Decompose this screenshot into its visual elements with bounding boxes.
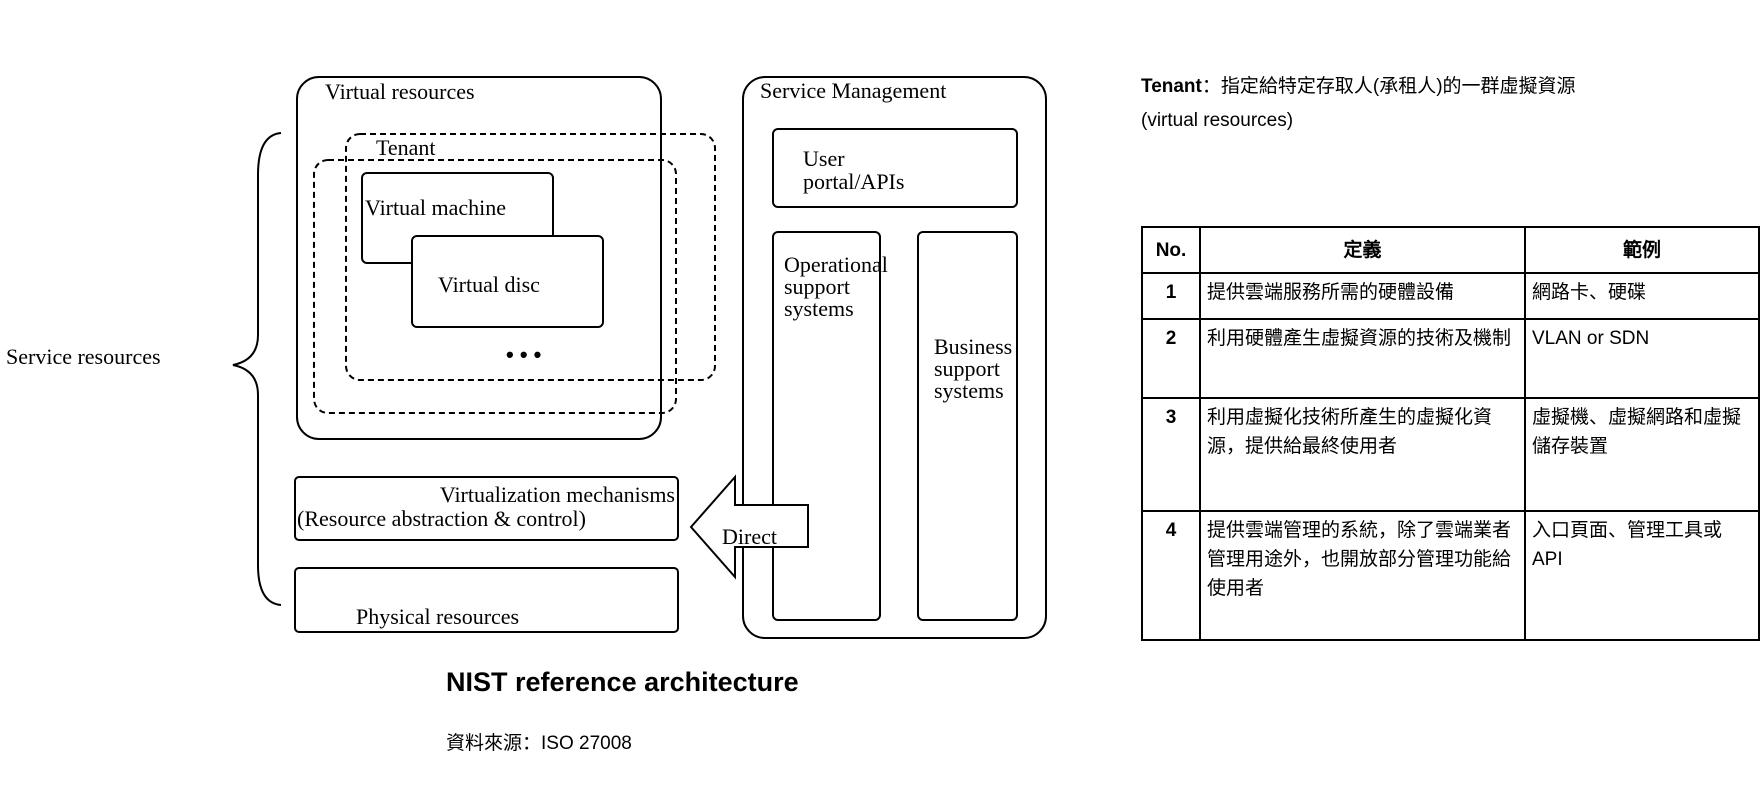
- row-example: VLAN or SDN: [1524, 318, 1760, 399]
- virtualization-line1: Virtualization mechanisms: [440, 482, 675, 507]
- virtual-disc-box: [411, 235, 604, 328]
- user-portal-box: [772, 128, 1018, 208]
- tenant-box-back: [313, 159, 677, 414]
- ellipsis-dots: • • •: [506, 342, 541, 367]
- tenant-definition-en: (virtual resources): [1141, 110, 1294, 131]
- user-portal-line2: portal/APIs: [803, 169, 904, 194]
- tenant-definition-note: Tenant：指定給特定存取人(承租人)的一群虛擬資源 (virtual res…: [1141, 70, 1741, 138]
- row-number: 2: [1141, 318, 1201, 399]
- tenant-term: Tenant: [1141, 76, 1202, 97]
- virtual-resources-box: [296, 76, 662, 440]
- definitions-table: No. 定義 範例 1 提供雲端服務所需的硬體設備 網路卡、硬碟 2 利用硬體產…: [1141, 226, 1760, 641]
- direct-label: Direct: [722, 524, 777, 549]
- oss-line3: systems: [784, 296, 854, 321]
- physical-resources-label: Physical resources: [356, 604, 519, 629]
- virtualization-mechanisms-box: [294, 476, 679, 541]
- service-resources-brace: [232, 132, 282, 606]
- table-header-row: No. 定義 範例: [1141, 226, 1760, 274]
- row-definition: 提供雲端服務所需的硬體設備: [1199, 272, 1526, 320]
- virtualization-line2: (Resource abstraction & control): [297, 506, 586, 531]
- service-management-box: [742, 76, 1047, 639]
- header-example: 範例: [1524, 226, 1760, 274]
- business-support-box: [917, 231, 1018, 621]
- bss-line1: Business: [934, 334, 1012, 359]
- table-row: 2 利用硬體產生虛擬資源的技術及機制 VLAN or SDN: [1141, 318, 1760, 399]
- tenant-box-front: [345, 133, 716, 381]
- table-row: 1 提供雲端服務所需的硬體設備 網路卡、硬碟: [1141, 272, 1760, 320]
- row-example: 虛擬機、虛擬網路和虛擬儲存裝置: [1524, 397, 1760, 512]
- tenant-definition: ：指定給特定存取人(承租人)的一群虛擬資源: [1201, 76, 1576, 97]
- row-definition: 利用虛擬化技術所產生的虛擬化資源，提供給最終使用者: [1199, 397, 1526, 512]
- row-number: 1: [1141, 272, 1201, 320]
- header-no: No.: [1141, 226, 1201, 274]
- table-row: 3 利用虛擬化技術所產生的虛擬化資源，提供給最終使用者 虛擬機、虛擬網路和虛擬儲…: [1141, 397, 1760, 512]
- user-portal-line1: User: [803, 146, 845, 171]
- source-citation: 資料來源：ISO 27008: [446, 733, 632, 754]
- table-row: 4 提供雲端管理的系統，除了雲端業者管理用途外，也開放部分管理功能給使用者 入口…: [1141, 510, 1760, 641]
- oss-line1: Operational: [784, 252, 888, 277]
- header-definition: 定義: [1199, 226, 1526, 274]
- row-number: 3: [1141, 397, 1201, 512]
- service-resources-label: Service resources: [6, 344, 161, 369]
- virtual-resources-label: Virtual resources: [325, 79, 475, 104]
- physical-resources-box: [294, 567, 679, 633]
- bss-line2: support: [934, 356, 1000, 381]
- tenant-definition-line: Tenant：指定給特定存取人(承租人)的一群虛擬資源: [1141, 70, 1741, 104]
- direct-arrow-icon: [689, 474, 809, 580]
- oss-line2: support: [784, 274, 850, 299]
- virtual-disc-label: Virtual disc: [438, 272, 540, 297]
- bss-line3: systems: [934, 378, 1004, 403]
- row-definition: 提供雲端管理的系統，除了雲端業者管理用途外，也開放部分管理功能給使用者: [1199, 510, 1526, 641]
- row-example: 網路卡、硬碟: [1524, 272, 1760, 320]
- row-example: 入口頁面、管理工具或API: [1524, 510, 1760, 641]
- row-number: 4: [1141, 510, 1201, 641]
- tenant-label: Tenant: [376, 135, 436, 160]
- virtual-machine-label: Virtual machine: [365, 195, 506, 220]
- operational-support-box: [772, 231, 881, 621]
- row-definition: 利用硬體產生虛擬資源的技術及機制: [1199, 318, 1526, 399]
- diagram-title: NIST reference architecture: [446, 667, 799, 697]
- service-management-label: Service Management: [760, 78, 946, 103]
